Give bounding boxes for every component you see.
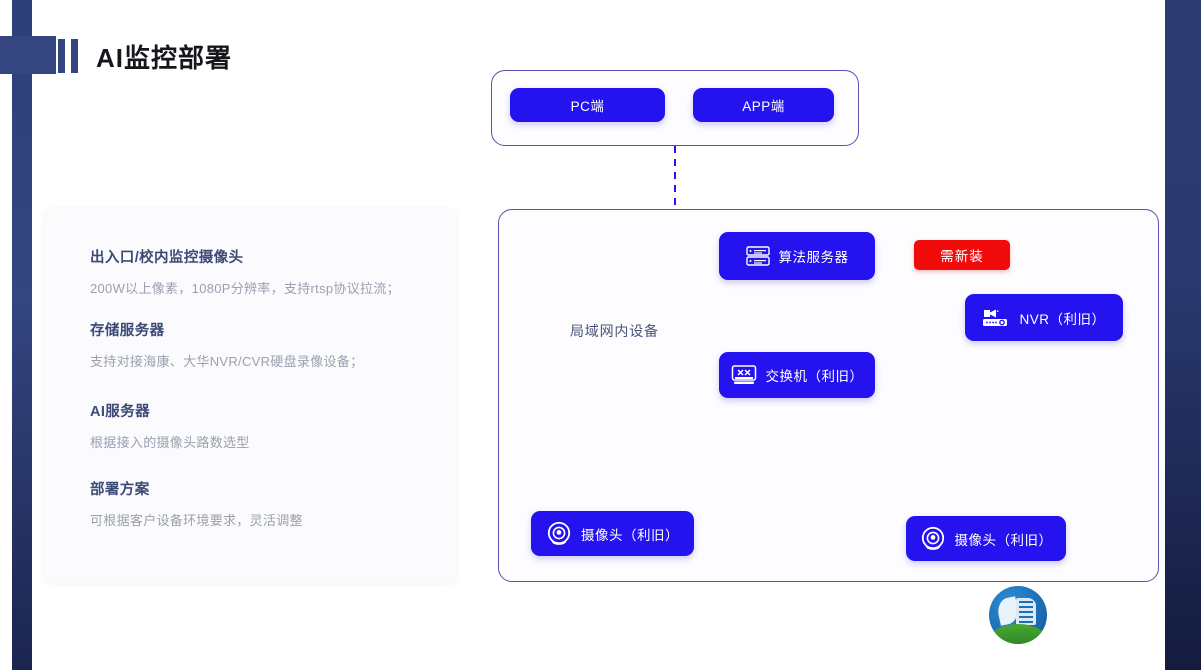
left-decor-band	[12, 0, 32, 670]
info-item-1: 出入口/校内监控摄像头 200W以上像素，1080P分辨率，支持rtsp协议拉流…	[90, 246, 400, 297]
title-accent-bar-1	[58, 39, 65, 73]
logo-mark-icon	[989, 586, 1047, 644]
camera-icon	[546, 521, 572, 547]
logo-book-shape	[1016, 598, 1036, 625]
right-decor-band	[1165, 0, 1201, 670]
info-item-4: 部署方案 可根据客户设备环境要求，灵活调整	[90, 478, 303, 529]
node-label: 摄像头（利旧）	[581, 527, 679, 543]
server-icon	[745, 246, 770, 266]
info-item-desc: 支持对接海康、大华NVR/CVR硬盘录像设备；	[90, 354, 364, 369]
camera-icon	[920, 526, 946, 552]
info-item-title: AI服务器	[90, 404, 150, 420]
node-app[interactable]: APP端	[693, 88, 834, 122]
info-item-2: 存储服务器 支持对接海康、大华NVR/CVR硬盘录像设备；	[90, 319, 363, 370]
header-accent-block	[0, 36, 56, 74]
node-camera-2[interactable]: 摄像头（利旧）	[906, 516, 1066, 561]
info-item-title: 出入口/校内监控摄像头	[90, 250, 244, 266]
node-camera-1[interactable]: 摄像头（利旧）	[531, 511, 694, 556]
node-label: 交换机（利旧）	[765, 369, 864, 384]
node-pc[interactable]: PC端	[510, 88, 665, 122]
info-item-3: AI服务器 根据接入的摄像头路数选型	[90, 400, 250, 451]
status-badge-new-install: 需新装	[914, 240, 1010, 270]
title-accent-bar-2	[71, 39, 78, 73]
node-switch[interactable]: 交换机（利旧）	[719, 352, 875, 398]
page-title: AI监控部署	[96, 42, 233, 73]
node-label: 算法服务器	[778, 250, 849, 265]
company-logo	[989, 586, 1047, 644]
nvr-icon	[982, 308, 1010, 328]
logo-field-shape	[989, 624, 1047, 644]
node-nvr[interactable]: NVR（利旧）	[965, 294, 1123, 341]
info-item-title: 部署方案	[90, 482, 150, 498]
lan-panel-label: 局域网内设备	[570, 323, 659, 339]
info-item-desc: 根据接入的摄像头路数选型	[90, 435, 250, 450]
info-card: 出入口/校内监控摄像头 200W以上像素，1080P分辨率，支持rtsp协议拉流…	[44, 208, 456, 583]
switch-icon	[731, 364, 757, 386]
info-item-desc: 可根据客户设备环境要求，灵活调整	[90, 513, 303, 528]
node-label: NVR（利旧）	[1019, 311, 1106, 327]
info-item-desc: 200W以上像素，1080P分辨率，支持rtsp协议拉流；	[90, 281, 400, 296]
page-title-row: AI监控部署	[58, 34, 232, 78]
node-algorithm-server[interactable]: 算法服务器	[719, 232, 875, 280]
node-label: 摄像头（利旧）	[954, 532, 1053, 548]
info-item-title: 存储服务器	[90, 323, 165, 339]
